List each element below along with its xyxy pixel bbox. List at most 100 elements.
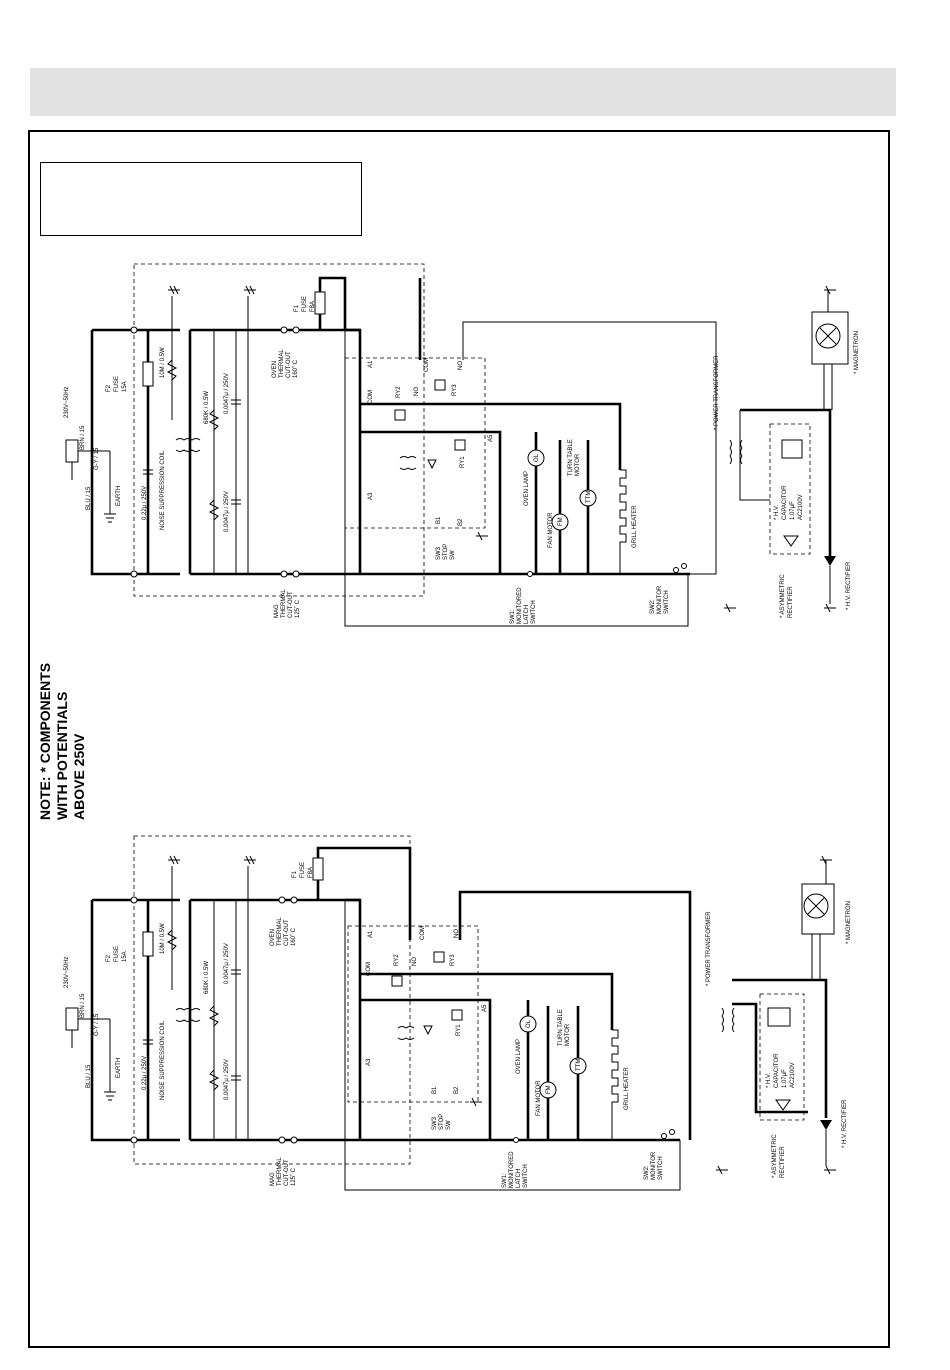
control-transformer-1 [397,1026,415,1029]
turntable-motor [579,489,597,507]
label-supply: 230V~50Hz [64,956,70,988]
label-fan-motor: FAN MOTOR [548,512,554,548]
sw1-contact [513,1137,519,1143]
relay-ry1-coil [454,439,466,451]
label-ry3: RY3 [452,384,458,396]
label-mag-tco-3: 125˚ C [290,1167,297,1186]
label-f1-0: F1 [292,870,298,878]
power-transformer-primary [729,439,732,465]
power-transformer-primary [721,1007,724,1033]
fuse-f2 [142,931,154,957]
label-a3: A3 [366,1058,372,1066]
label-sw3-0: SW3 [432,1116,438,1130]
label-oven-tco-0: OVEN [272,361,278,378]
label-f1-0: F1 [294,304,300,312]
terminal-top [130,326,138,334]
noise-coil-symbol-1 [175,438,201,441]
label-f1-1: FUSE [300,862,306,878]
label-grill: GRILL HEATER [632,505,638,548]
label-oven-tco-3: 160˚ C [292,359,299,378]
sw2-contact [661,1133,667,1139]
label-hvcap-1: CAPACITOR [782,485,788,520]
label-no-2: NO [458,361,464,370]
control-feed [345,898,362,1140]
label-com-1: COM [366,962,372,976]
label-f1-2: F8A [310,301,316,312]
label-r10m: 10M / 0.5W [160,347,166,378]
label-ol: OL [526,1019,532,1028]
label-a5: A5 [488,434,494,442]
label-earth: EARTH [116,486,122,506]
label-com-2: COM [420,926,426,940]
transformer-primary-feed [462,321,717,460]
schematic-upper: 230V~50Hz BRN / 15 G-Y / 15 BLU / 15 EAR… [64,263,860,627]
label-hvcap-3: AC2100V [790,1062,796,1088]
label-hvcap-1: CAPACITOR [774,1053,780,1088]
label-hvcap-0: * H.V. [766,1073,772,1088]
resistor-680k-b [208,1069,220,1091]
label-oven-tco-2: CUT-OUT [286,351,292,378]
label-oven-tco-0: OVEN [270,929,276,946]
asymmetric-rectifier [775,1099,791,1111]
label-earth: EARTH [116,1058,122,1078]
label-oven-tco-2: CUT-OUT [284,919,290,946]
terminal-top [130,896,138,904]
label-mag-tco-1: THERMAL [281,589,287,618]
note-line-2: WITH POTENTIALS [54,692,70,820]
resistor-680k [208,1005,220,1027]
label-fan-motor: FAN MOTOR [536,1080,542,1116]
label-hvcap-0: * H.V. [774,505,780,520]
label-power-transformer: * POWER TRANSFORMER [706,911,712,986]
label-sw1-1: MONITORED [517,587,523,624]
sw2-contact [673,567,679,573]
label-asym-1: RECTIFIER [788,586,794,618]
label-sw2-2: SWITCH [664,590,670,614]
label-sw1-3: SWITCH [523,1164,529,1188]
oven-lamp [519,1015,537,1033]
hv-secondary-lead [739,410,770,501]
hv-secondary-lead [732,1002,808,1114]
sw2-contact-b [681,563,687,569]
label-r680: 680K / 0.5W [204,391,210,424]
label-b2: B2 [458,518,464,526]
label-f2-2: 15A [122,381,128,392]
hv-capacitor-enclosure [769,423,811,555]
label-ry1: RY1 [460,456,466,468]
label-f2-1: FUSE [114,946,120,962]
label-tt-motor-0: TURN TABLE [568,439,574,476]
label-f2-2: 15A [122,951,128,962]
fan-motor [539,1081,557,1099]
noise-filter-enclosure [133,263,425,597]
label-sw1-2: LATCH [516,1169,522,1188]
label-oven-tco-1: THERMAL [279,349,285,378]
label-oven-lamp: OVEN LAMP [516,1039,522,1074]
label-mag-tco-0: MAG [274,604,280,618]
hv-rectifier [824,556,836,566]
label-no-1: NO [414,387,420,396]
transformer-return [690,460,717,575]
label-f1-1: FUSE [302,296,308,312]
fuse-f1 [314,291,326,315]
control-transformer-1 [399,456,417,459]
mag-tco-contact-2 [292,570,300,578]
label-sw3-2: SW [446,1120,452,1130]
fuse-f1 [312,857,324,881]
label-com-2: COM [424,358,430,372]
hv-capacitor [767,1007,791,1027]
label-mag-tco-0: MAG [270,1172,276,1186]
control-unit-enclosure [347,925,479,1103]
label-asym-0: * ASYMMETRIC [780,574,786,618]
lamp-feed [360,430,502,574]
label-ry1: RY1 [456,1024,462,1036]
monitor-loop [344,900,681,1191]
resistor-10m [166,929,178,951]
hv-bus [732,978,828,1118]
label-mag-tco-2: CUT-OUT [284,1159,290,1186]
monitor-loop [344,330,689,627]
oven-tco-contact-1 [278,896,286,904]
label-ry2: RY2 [396,386,402,398]
label-sw1-0: SW1: [502,1173,508,1188]
label-mag-tco-2: CUT-OUT [288,591,294,618]
label-f2-0: F2 [106,384,112,392]
resistor-680k [208,409,220,431]
